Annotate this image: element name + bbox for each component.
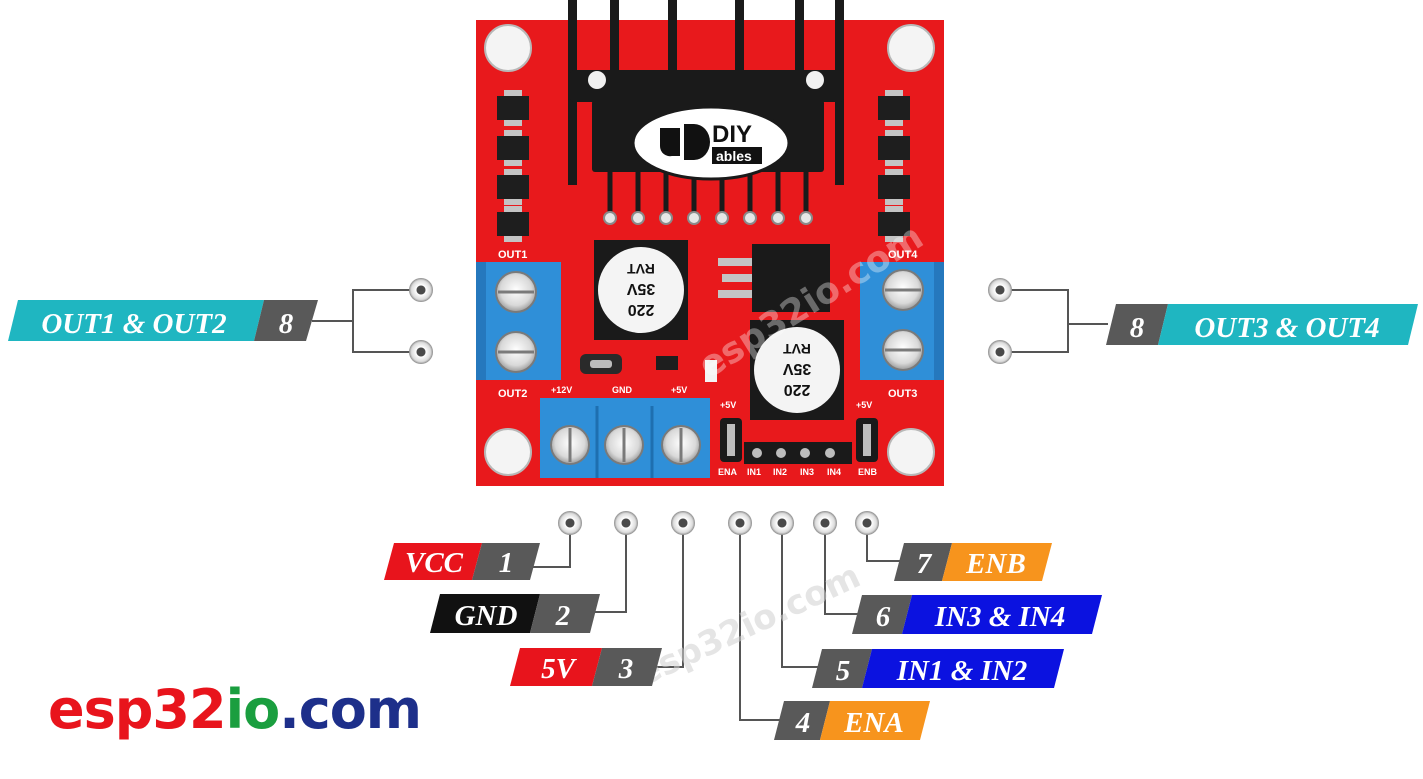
cap1-label-220: 220 [628, 301, 655, 318]
mounting-hole-tl [484, 24, 532, 72]
label-vcc-num: 1 [499, 547, 514, 579]
mounting-hole-tr [887, 24, 935, 72]
pin-dot-5v [671, 511, 695, 535]
capacitor-1: RVT 35V 220 [594, 240, 688, 340]
smd-led [705, 360, 717, 382]
diodes-right [878, 90, 910, 242]
silk-ena-5v: +5V [720, 400, 736, 410]
label-gnd: GND 2 [430, 594, 600, 633]
mounting-hole-bl [484, 428, 532, 476]
driver-ic-pads [603, 211, 813, 225]
label-in1-in2-num: 5 [836, 655, 851, 687]
silk-in2: IN2 [773, 467, 787, 477]
silk-5v: +5V [671, 385, 687, 395]
pin-dot-gnd [614, 511, 638, 535]
label-5v-num: 3 [618, 653, 634, 685]
brand-part-com: .com [279, 678, 422, 741]
terminal-block-out34 [860, 262, 944, 380]
pin-dot-out3 [988, 340, 1012, 364]
silk-in1: IN1 [747, 467, 761, 477]
logo-text-ables: ables [716, 148, 752, 164]
silk-12v: +12V [551, 385, 572, 395]
diodes-left [497, 90, 529, 242]
capacitor-2: RVT 35V 220 [750, 320, 844, 420]
label-in1-in2: 5 IN1 & IN2 [812, 649, 1064, 688]
jumper-12v [580, 354, 622, 374]
label-out1-out2-name: OUT1 & OUT2 [41, 308, 226, 340]
label-ena: 4 ENA [774, 701, 930, 740]
brand-part-io: io [225, 678, 281, 741]
brand-part-esp32: esp32 [48, 678, 227, 741]
pin-dot-ena [728, 511, 752, 535]
pin-dot-in1-in2 [770, 511, 794, 535]
label-out3-out4-num: 8 [1130, 312, 1145, 344]
label-out1-out2-num: 8 [279, 308, 294, 340]
silk-out1: OUT1 [498, 249, 527, 261]
label-5v: 5V 3 [510, 648, 662, 686]
terminal-block-power [540, 398, 710, 478]
label-in3-in4-num: 6 [876, 601, 891, 633]
label-vcc-name: VCC [405, 547, 464, 579]
label-out3-out4-name: OUT3 & OUT4 [1194, 312, 1379, 344]
brand-logo: esp32io.com [48, 678, 422, 741]
label-enb: 7 ENB [894, 543, 1052, 581]
cap2-label-rvt: RVT [783, 341, 811, 357]
silk-out3: OUT3 [888, 388, 917, 400]
silk-out2: OUT2 [498, 388, 527, 400]
mounting-hole-br [887, 428, 935, 476]
label-vcc: VCC 1 [384, 543, 540, 580]
label-gnd-num: 2 [555, 600, 571, 632]
pin-dot-vcc [558, 511, 582, 535]
label-enb-name: ENB [965, 548, 1026, 580]
l298n-board: DIY ables [476, 0, 944, 486]
silk-ena: ENA [718, 467, 738, 477]
label-in3-in4-name: IN3 & IN4 [934, 601, 1066, 633]
pin-dot-enb [855, 511, 879, 535]
label-enb-num: 7 [917, 548, 933, 580]
label-in1-in2-name: IN1 & IN2 [896, 655, 1028, 687]
header-pins [720, 418, 878, 464]
diyables-logo: DIY ables [631, 105, 791, 181]
leader-lines [312, 289, 1108, 721]
label-5v-name: 5V [541, 653, 578, 685]
cap1-label-rvt: RVT [627, 261, 655, 277]
label-out3-out4: 8 OUT3 & OUT4 [1106, 304, 1418, 345]
label-ena-num: 4 [795, 707, 811, 739]
cap2-label-220: 220 [784, 381, 811, 398]
silk-enb-5v: +5V [856, 400, 872, 410]
silk-in4: IN4 [827, 467, 841, 477]
pin-dot-out1 [409, 278, 433, 302]
logo-text-diy: DIY [712, 121, 752, 148]
pin-dot-out4 [988, 278, 1012, 302]
pin-dot-in3-in4 [813, 511, 837, 535]
silk-gnd: GND [612, 385, 633, 395]
label-out1-out2: OUT1 & OUT2 8 [8, 300, 318, 341]
silk-in3: IN3 [800, 467, 814, 477]
cap2-label-35v: 35V [782, 360, 811, 377]
label-in3-in4: 6 IN3 & IN4 [852, 595, 1102, 634]
silk-enb: ENB [858, 467, 878, 477]
silk-out4: OUT4 [888, 249, 918, 261]
label-ena-name: ENA [843, 707, 904, 739]
smd-diode [656, 356, 678, 370]
label-gnd-name: GND [455, 600, 518, 632]
voltage-regulator [718, 244, 830, 312]
cap1-label-35v: 35V [626, 280, 655, 297]
terminal-block-out12 [476, 262, 561, 380]
pin-dot-out2 [409, 340, 433, 364]
pin-dots [409, 278, 1012, 535]
